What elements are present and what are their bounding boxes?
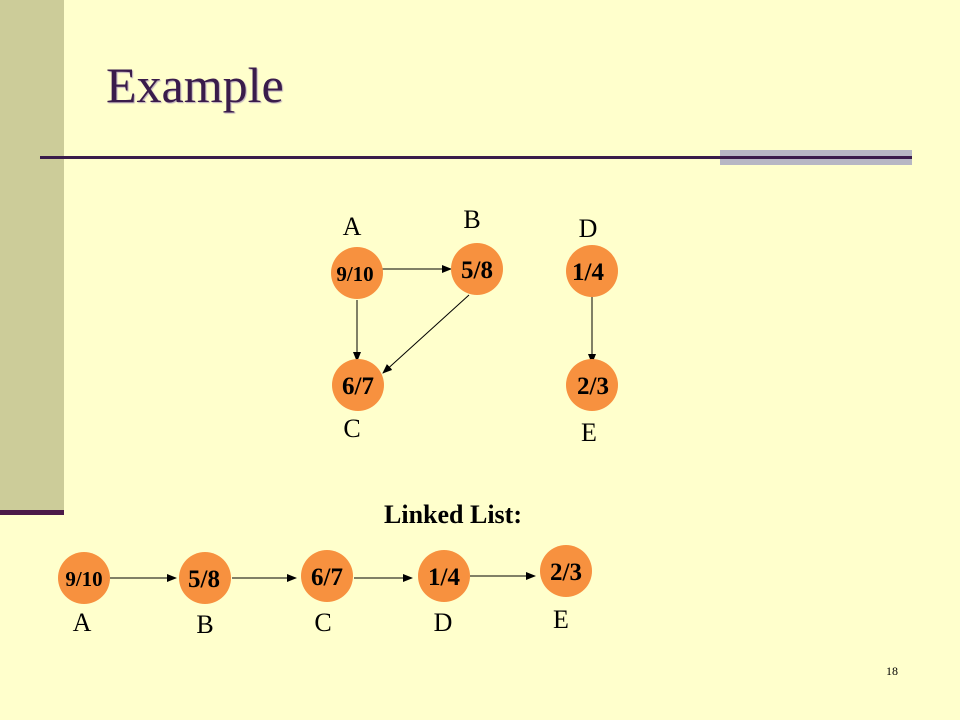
sidebar-footer-line bbox=[0, 510, 64, 515]
list-node-b-label: B bbox=[196, 610, 213, 639]
graph-node-e-value: 2/3 bbox=[577, 373, 609, 400]
list-node-a: 9/10 A bbox=[58, 552, 110, 637]
graph-node-a: 9/10 A bbox=[331, 212, 383, 299]
list-node-a-value: 9/10 bbox=[65, 567, 102, 591]
page-number: 18 bbox=[886, 664, 898, 678]
list-node-e-value: 2/3 bbox=[550, 559, 582, 586]
list-node-c: 6/7 C bbox=[301, 550, 353, 637]
graph-node-b-label: B bbox=[463, 205, 480, 234]
slide-title: Example bbox=[106, 57, 284, 113]
graph-node-c-label: C bbox=[343, 414, 360, 443]
list-node-c-label: C bbox=[314, 608, 331, 637]
graph-node-e: 2/3 E bbox=[566, 359, 618, 447]
graph-node-a-value: 9/10 bbox=[336, 262, 373, 286]
edge-b-to-c bbox=[382, 294, 470, 374]
graph-node-b: 5/8 B bbox=[451, 205, 503, 295]
list-node-a-label: A bbox=[73, 608, 92, 637]
list-node-b: 5/8 B bbox=[179, 552, 231, 639]
graph-node-d-value: 1/4 bbox=[572, 259, 604, 286]
list-node-b-value: 5/8 bbox=[188, 566, 220, 593]
graph-node-a-label: A bbox=[343, 212, 362, 241]
graph-node-d: 1/4 D bbox=[566, 214, 618, 297]
list-node-d-label: D bbox=[434, 608, 453, 637]
list-node-c-value: 6/7 bbox=[311, 564, 343, 591]
linked-list-heading: Linked List: bbox=[384, 500, 522, 529]
graph-node-b-value: 5/8 bbox=[461, 257, 493, 284]
list-node-e-label: E bbox=[553, 605, 569, 634]
sidebar-decoration bbox=[0, 0, 64, 512]
graph-node-d-label: D bbox=[579, 214, 598, 243]
list-node-d-value: 1/4 bbox=[428, 564, 460, 591]
list-node-e: 2/3 E bbox=[540, 545, 592, 634]
list-node-d: 1/4 D bbox=[418, 550, 470, 637]
graph-node-c: 6/7 C bbox=[332, 359, 384, 443]
title-rule bbox=[40, 156, 912, 159]
graph-node-e-label: E bbox=[581, 418, 597, 447]
graph-node-c-value: 6/7 bbox=[342, 373, 374, 400]
